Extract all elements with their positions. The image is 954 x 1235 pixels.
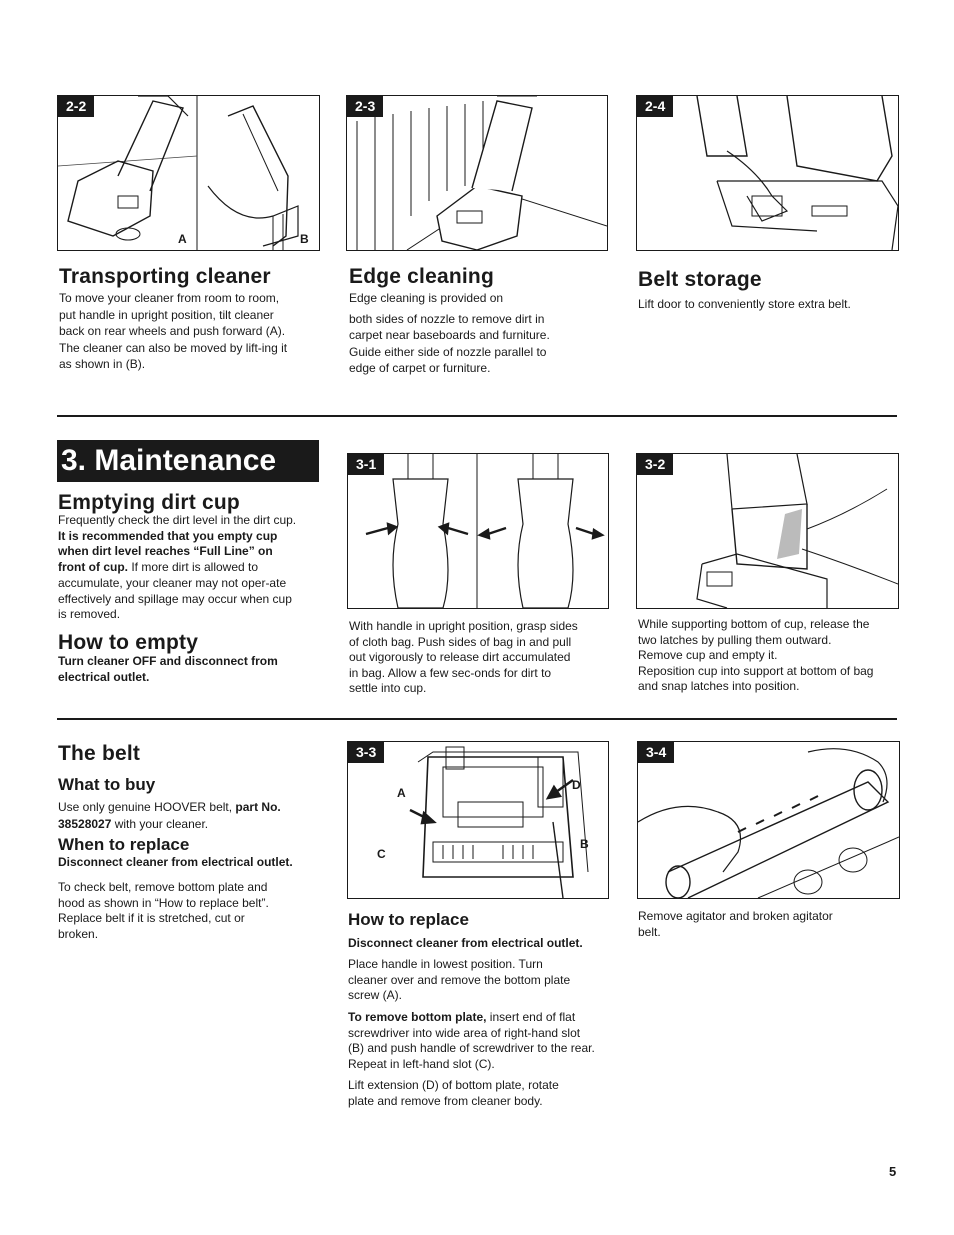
paragraph: both sides of nozzle to remove dirt in c… [349, 311, 550, 376]
divider [57, 718, 897, 720]
figure-3-3: 3-3 A D C B [347, 741, 609, 899]
section-title-how-to-empty: How to empty [58, 631, 199, 654]
figure-tag: 2-4 [637, 96, 674, 117]
figure-3-2: 3-2 [636, 453, 899, 609]
when-to-replace-text: To check belt, remove bottom plate and h… [58, 880, 269, 941]
figure-tag: 3-2 [637, 454, 674, 475]
bottom-plate-illustration [409, 746, 589, 898]
text-run: If more dirt is allowed to accumulate, y… [58, 560, 292, 622]
figure-tag: 3-4 [638, 742, 675, 763]
text-run-bold: To remove bottom plate, [348, 1010, 487, 1024]
figure-2-4: 2-4 [636, 95, 899, 251]
text-run: Frequently check the dirt level in the d… [58, 513, 297, 527]
text-run-bold: Turn cleaner OFF and disconnect from ele… [58, 654, 278, 684]
section-title-edge-cleaning: Edge cleaning [349, 265, 494, 288]
text-run-bold: It is recommended that you empty cup whe… [58, 528, 278, 575]
figure-label-a: A [397, 786, 406, 800]
paragraph: Reposition cup into support at bottom of… [638, 663, 874, 694]
caption-3-1: With handle in upright position, grasp s… [349, 619, 578, 695]
figure-label-a: A [178, 232, 187, 246]
figure-label-b: B [580, 837, 589, 851]
text-run-bold: part No. 38528027 [58, 800, 281, 831]
section-title-emptying: Emptying dirt cup [58, 491, 240, 514]
what-to-buy-text: Use only genuine HOOVER belt, part No. 3… [58, 799, 308, 832]
subsection-what-to-buy: What to buy [58, 775, 156, 794]
subsection-when-to-replace: When to replace [58, 835, 190, 854]
when-to-replace-warning: Disconnect cleaner from electrical outle… [58, 855, 293, 869]
belt-storage-illustration [696, 96, 898, 250]
text-run: Use only genuine HOOVER belt, [58, 800, 236, 814]
caption-3-4: Remove agitator and broken agitator belt… [638, 909, 833, 939]
paragraph: Edge cleaning is provided on [349, 291, 504, 305]
page-number: 5 [889, 1164, 897, 1179]
how-to-replace-step-2: To remove bottom plate, insert end of fl… [348, 1010, 598, 1072]
text-run: with your cleaner. [111, 816, 209, 831]
how-to-replace-step-1: Place handle in lowest position. Turn cl… [348, 957, 571, 1002]
divider [57, 415, 897, 417]
section-title-transporting: Transporting cleaner [59, 265, 271, 288]
edge-text: Edge cleaning is provided on both sides … [349, 290, 574, 377]
section-title-belt-storage: Belt storage [638, 268, 762, 291]
maintenance-heading: 3. Maintenance [57, 440, 319, 482]
caption-3-2: While supporting bottom of cup, release … [638, 617, 878, 695]
figure-tag: 2-3 [347, 96, 384, 117]
figure-label-c: C [377, 847, 386, 861]
paragraph: While supporting bottom of cup, release … [638, 617, 870, 662]
transport-illustration [58, 96, 299, 250]
emptying-text: Frequently check the dirt level in the d… [58, 513, 303, 623]
how-to-replace-step-3: Lift extension (D) of bottom plate, rota… [348, 1078, 559, 1108]
agitator-illustration [638, 748, 899, 898]
figure-label-b: B [300, 232, 309, 246]
figure-3-4: 3-4 [637, 741, 900, 899]
section-title-the-belt: The belt [58, 742, 141, 765]
how-to-replace-warning: Disconnect cleaner from electrical outle… [348, 936, 583, 950]
figure-2-3: 2-3 [346, 95, 608, 251]
belt-storage-text: Lift door to conveniently store extra be… [638, 296, 888, 313]
paragraph: To move your cleaner from room to room, … [59, 291, 286, 338]
subsection-how-to-replace: How to replace [348, 910, 469, 929]
edge-cleaning-illustration [356, 96, 607, 250]
figure-2-2: 2-2 A B [57, 95, 320, 251]
transport-text: To move your cleaner from room to room, … [59, 290, 294, 373]
figure-label-d: D [572, 778, 581, 792]
how-to-empty-text: Turn cleaner OFF and disconnect from ele… [58, 654, 308, 685]
figure-3-1: 3-1 [347, 453, 609, 609]
dirt-cup-illustration [696, 454, 898, 608]
figure-tag: 3-3 [348, 742, 385, 763]
bag-illustration [365, 454, 605, 608]
figure-tag: 3-1 [348, 454, 385, 475]
text-run: insert end of flat screwdriver into wide… [348, 1010, 595, 1071]
figure-tag: 2-2 [58, 96, 95, 117]
paragraph: Lift door to conveniently store extra be… [638, 297, 851, 311]
paragraph: The cleaner can also be moved by lift-in… [59, 340, 288, 372]
